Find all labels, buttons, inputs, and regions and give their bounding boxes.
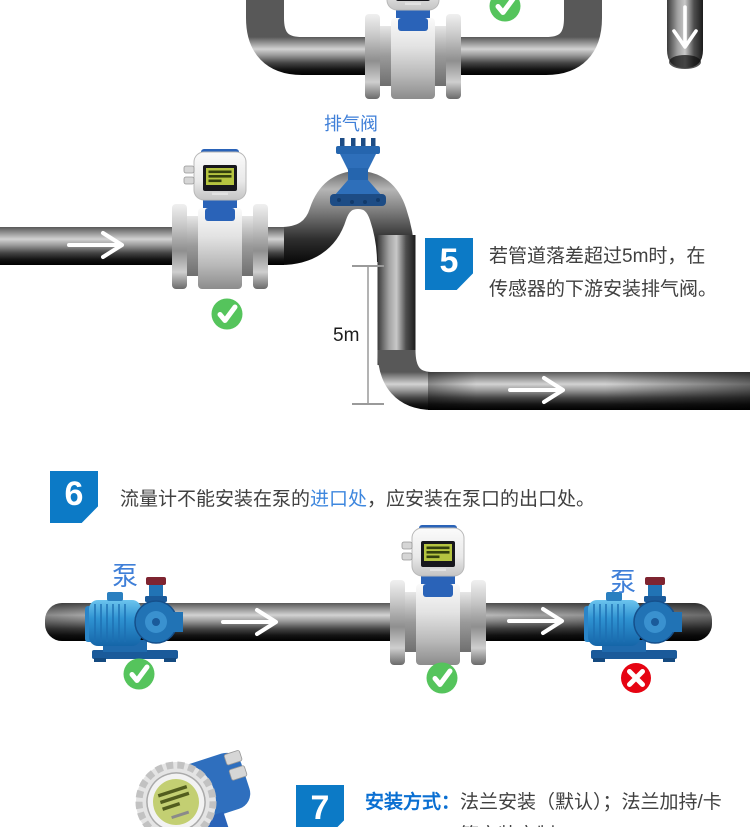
step-5-text: 若管道落差超过5m时，在 传感器的下游安装排气阀。 [489,240,729,306]
step-6-text: 流量计不能安装在泵的进口处，应安装在泵口的出口处。 [120,483,595,516]
step-6-badge: 6 [50,471,98,523]
step-6-text-pre: 流量计不能安装在泵的 [120,489,311,510]
s5-piping [0,170,750,410]
step-7-badge: 7 [296,785,344,827]
flow-meter-s5 [171,148,269,290]
step-7-line-2: 箍安装定制 [365,819,750,827]
check-icon [427,663,458,694]
pump-left-label: 泵 [112,561,139,591]
dimension-5m-label: 5m [333,325,360,346]
install-method-label: 安装方式： [365,792,461,813]
pump-right-label: 泵 [610,567,637,597]
step-5-line-2: 传感器的下游安装排气阀。 [489,279,718,300]
step-7-text-1: 法兰安装（默认）；法兰加持/卡 [460,792,722,813]
step-7-text: 安装方式：法兰安装（默认）；法兰加持/卡 箍安装定制 [365,786,750,827]
exhaust-valve-label: 排气阀 [324,114,378,134]
flow-meter-top [364,0,462,100]
check-icon [124,659,155,690]
check-icon [490,0,521,22]
step-5-badge: 5 [425,238,473,290]
exhaust-valve [330,138,386,206]
dimension-line-5m [352,265,384,405]
flow-meter-s6 [389,524,487,666]
step-6-text-highlight: 进口处 [310,489,368,510]
step-7-line-1: 安装方式：法兰安装（默认）；法兰加持/卡 [365,786,750,819]
transmitter-head [135,750,251,827]
cross-icon [621,663,651,693]
step-6-text-post: ，应安装在泵口的出口处。 [367,489,596,510]
check-icon [212,299,243,330]
step-5-line-1: 若管道落差超过5m时，在 [489,246,706,267]
down-pipe [667,0,703,69]
